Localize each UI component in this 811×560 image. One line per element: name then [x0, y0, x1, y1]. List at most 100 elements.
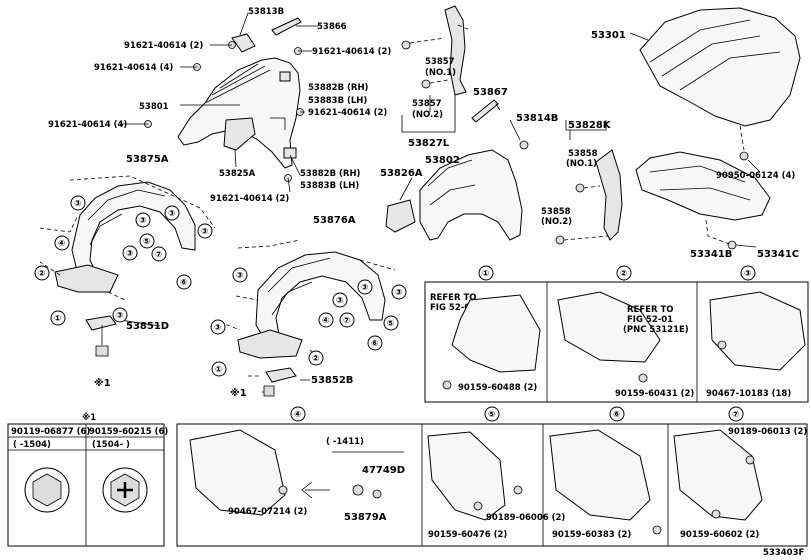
- clip-icon: [555, 235, 565, 245]
- fender-rh-53801[interactable]: [177, 57, 301, 169]
- bolt-icon: [638, 373, 648, 383]
- panel-7-number: ⑦: [732, 410, 739, 420]
- panel-2-refer-3: (PNC 53121E): [623, 325, 689, 335]
- callout-53882b-rh-bot: 53882B (RH): [300, 169, 361, 179]
- callout-53858-no2-sub: (NO.2): [541, 217, 572, 227]
- panel-4-number: ④: [294, 410, 301, 420]
- panel-1-part: 90159-60488 (2): [458, 383, 537, 393]
- callout-53827l: 53827L: [408, 138, 450, 149]
- ref-3: ③: [336, 296, 343, 306]
- callout-53883b-lh-top: 53883B (LH): [308, 96, 367, 106]
- bolt-icon: [263, 385, 275, 397]
- callout-53341c: 53341C: [757, 249, 799, 260]
- fender-rh-group: [120, 12, 318, 193]
- panel-7-part-a: 90189-06013 (2): [728, 427, 807, 437]
- ref-1: ①: [54, 314, 61, 324]
- seal-53867[interactable]: [471, 99, 499, 123]
- clip-icon: [519, 140, 529, 150]
- callout-53813b: 53813B: [248, 7, 284, 17]
- clip-icon: [352, 484, 364, 496]
- bracket-53851d[interactable]: [85, 315, 117, 331]
- callout-53851d: 53851D: [126, 321, 169, 332]
- ref-6: ⑥: [371, 339, 378, 349]
- panel-2-refer-1: REFER TO: [627, 305, 674, 315]
- callout-91621-b: 91621-40614 (2): [312, 47, 391, 57]
- fender-lh-53802[interactable]: [419, 149, 523, 241]
- detail-panels-top: ① REFER TO FIG 52-01 90159-60488 (2) ② R…: [424, 265, 809, 403]
- ref-5: ⑤: [143, 237, 150, 247]
- panel-6-part: 90159-60383 (2): [552, 530, 631, 540]
- callout-53802: 53802: [425, 155, 460, 166]
- bracket-53826a[interactable]: [385, 199, 416, 233]
- clip-icon: [513, 485, 523, 495]
- ref-4: ④: [58, 239, 65, 249]
- note-marker-1: ※1: [94, 377, 111, 389]
- callout-91621-e: 91621-40614 (2): [308, 108, 387, 118]
- bracket-53825a[interactable]: [223, 117, 256, 151]
- panel-5-part-a: 90189-06006 (2): [486, 513, 565, 523]
- bolt-table-note: ※1: [82, 412, 96, 423]
- callout-53852b: 53852B: [311, 375, 353, 386]
- panel-2-number: ②: [620, 269, 627, 279]
- clip-icon: [575, 183, 585, 193]
- bracket-53813b[interactable]: [231, 33, 256, 53]
- ref-3: ③: [126, 249, 133, 259]
- ref-circles-right-liner: ③ ③ ④ ② ① ③ ③ ③ ⑦ ⑤ ⑥: [210, 267, 407, 377]
- ref-3: ③: [139, 216, 146, 226]
- ref-5: ⑤: [387, 319, 394, 329]
- bolt-icon: [442, 380, 452, 390]
- arrow-icon: [301, 481, 330, 499]
- ref-3: ③: [236, 271, 243, 281]
- bolt-col2-part: 90159-60215 (6): [89, 427, 168, 437]
- fender-liner-53876a[interactable]: [255, 251, 386, 346]
- callout-53857-no1: 53857: [425, 57, 455, 67]
- bolt-col1-part: 90119-06877 (6): [11, 427, 90, 437]
- insulator-53341b[interactable]: [635, 151, 771, 221]
- fender-lh-group: [385, 5, 529, 241]
- splash-shield-right[interactable]: [237, 329, 303, 359]
- bolt-icon: [95, 345, 109, 357]
- bracket-53852b[interactable]: [265, 367, 297, 383]
- panel-4-liner-detail: [189, 429, 286, 516]
- panel-2-liner-detail: [557, 291, 661, 363]
- panel-4-part-c: 53879A: [344, 512, 387, 523]
- panel-1-liner-detail: [451, 294, 541, 373]
- ref-3: ③: [116, 311, 123, 321]
- panel-2-refer-2: FIG 52-01: [627, 315, 673, 325]
- bracket-53827l[interactable]: [444, 5, 467, 96]
- panel-7-part-b: 90159-60602 (2): [680, 530, 759, 540]
- clip-icon: [278, 485, 288, 495]
- callout-53857-no1-sub: (NO.1): [425, 68, 456, 78]
- clip-icon: [727, 240, 737, 250]
- bracket-53828k[interactable]: [595, 149, 623, 241]
- callout-53867: 53867: [473, 87, 508, 98]
- panel-3-number: ③: [744, 269, 751, 279]
- panel-4-part-b: 47749D: [362, 465, 405, 476]
- liner-53876a-group: [219, 239, 396, 397]
- ref-6: ⑥: [180, 278, 187, 288]
- seal-53882b-bot[interactable]: [283, 147, 297, 159]
- clip-icon: [739, 151, 749, 161]
- callout-53866: 53866: [317, 22, 347, 32]
- liner-53875a-group: [39, 175, 216, 357]
- callout-53826a: 53826A: [380, 168, 423, 179]
- callout-53858-no1: 53858: [568, 149, 598, 159]
- callout-53341b: 53341B: [690, 249, 732, 260]
- panel-5-part-b: 90159-60476 (2): [428, 530, 507, 540]
- callout-53875a: 53875A: [126, 154, 169, 165]
- splash-shield-left[interactable]: [54, 264, 119, 293]
- panel-2-part: 90159-60431 (2): [615, 389, 694, 399]
- callout-90950: 90950-06124 (4): [716, 171, 795, 181]
- clip-icon: [745, 455, 755, 465]
- seal-53866[interactable]: [271, 17, 302, 36]
- ref-7: ⑦: [343, 316, 350, 326]
- panel-7-liner-detail: [673, 429, 763, 521]
- callout-53883b-lh-bot: 53883B (LH): [300, 181, 359, 191]
- hood-group: [629, 7, 801, 250]
- seal-53882b-top[interactable]: [279, 71, 291, 82]
- hood-53301[interactable]: [639, 7, 801, 127]
- bolt-icon: [711, 509, 721, 519]
- ref-1: ①: [215, 365, 222, 375]
- bolt-col1-range: ( -1504): [13, 440, 51, 450]
- detail-panels-bottom: ④ 90467-07214 (2) ( -1411) 47749D 53879A…: [176, 406, 808, 547]
